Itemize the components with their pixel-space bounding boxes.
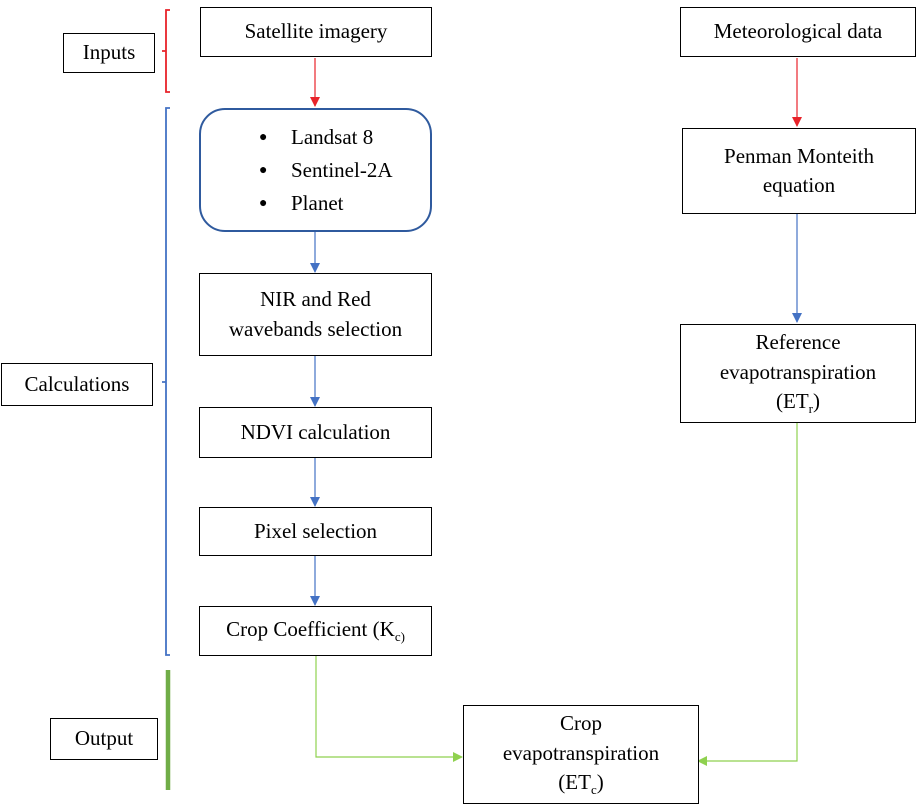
node-reference-et: Reference evapotranspiration (ETr): [680, 324, 916, 423]
node-penman-monteith: Penman Monteith equation: [682, 128, 916, 214]
node-crop-line3-main: (ET: [558, 770, 591, 795]
node-pixel-selection: Pixel selection: [199, 507, 432, 556]
sensor-list: Landsat 8 Sentinel-2A Planet: [201, 121, 392, 220]
node-crop-coefficient: Crop Coefficient (Kc): [199, 606, 432, 656]
label-output: Output: [50, 718, 158, 760]
node-meteorological-data: Meteorological data: [680, 7, 916, 57]
label-inputs-text: Inputs: [82, 40, 136, 65]
node-ref-line3-main: (ET: [776, 389, 809, 414]
node-penman-line1: Penman Monteith: [724, 143, 874, 168]
calculations-bracket: [162, 107, 170, 656]
node-satellite-imagery-text: Satellite imagery: [244, 19, 388, 44]
node-satellite-sensors: Landsat 8 Sentinel-2A Planet: [199, 108, 432, 232]
arrow-kc-to-crop-et: [315, 656, 463, 762]
label-output-text: Output: [74, 726, 134, 751]
node-ref-line1: Reference: [755, 330, 841, 355]
sensor-item: Planet: [259, 187, 392, 220]
label-inputs: Inputs: [63, 33, 155, 73]
label-calculations-text: Calculations: [24, 371, 130, 396]
node-crop-line1: Crop: [560, 711, 602, 736]
inputs-bracket: [162, 9, 170, 93]
arrow-ref-to-crop-et: [697, 423, 798, 766]
node-kc-sub: c): [394, 629, 405, 645]
node-nir-red-line2: wavebands selection: [228, 316, 403, 341]
node-satellite-imagery: Satellite imagery: [200, 7, 432, 57]
node-crop-line3: (ETc): [558, 768, 603, 799]
node-penman-line2: equation: [762, 173, 836, 197]
sensor-item: Sentinel-2A: [259, 154, 392, 187]
node-ref-line3-end: ): [813, 389, 820, 414]
sensor-item: Landsat 8: [259, 121, 392, 154]
node-meteorological-text: Meteorological data: [713, 19, 883, 44]
node-crop-line3-sub: c: [590, 782, 597, 798]
node-nir-red-line1: NIR and Red: [260, 287, 371, 312]
label-calculations: Calculations: [1, 363, 153, 406]
node-ref-line3-sub: r: [808, 401, 813, 417]
node-kc-main: Crop Coefficient (K: [226, 617, 395, 642]
node-nir-red-selection: NIR and Red wavebands selection: [199, 273, 432, 356]
node-crop-et: Crop evapotranspiration (ETc): [463, 705, 699, 804]
node-ndvi-calculation: NDVI calculation: [199, 407, 432, 458]
node-ref-line2: evapotranspiration: [719, 359, 877, 384]
node-pixel-text: Pixel selection: [253, 518, 378, 543]
node-kc-text: Crop Coefficient (Kc): [226, 615, 405, 646]
node-crop-line3-end: ): [596, 770, 604, 795]
node-crop-line2: evapotranspiration: [502, 740, 660, 765]
node-ndvi-text: NDVI calculation: [240, 419, 391, 444]
node-ref-line3: (ETr): [776, 387, 820, 418]
